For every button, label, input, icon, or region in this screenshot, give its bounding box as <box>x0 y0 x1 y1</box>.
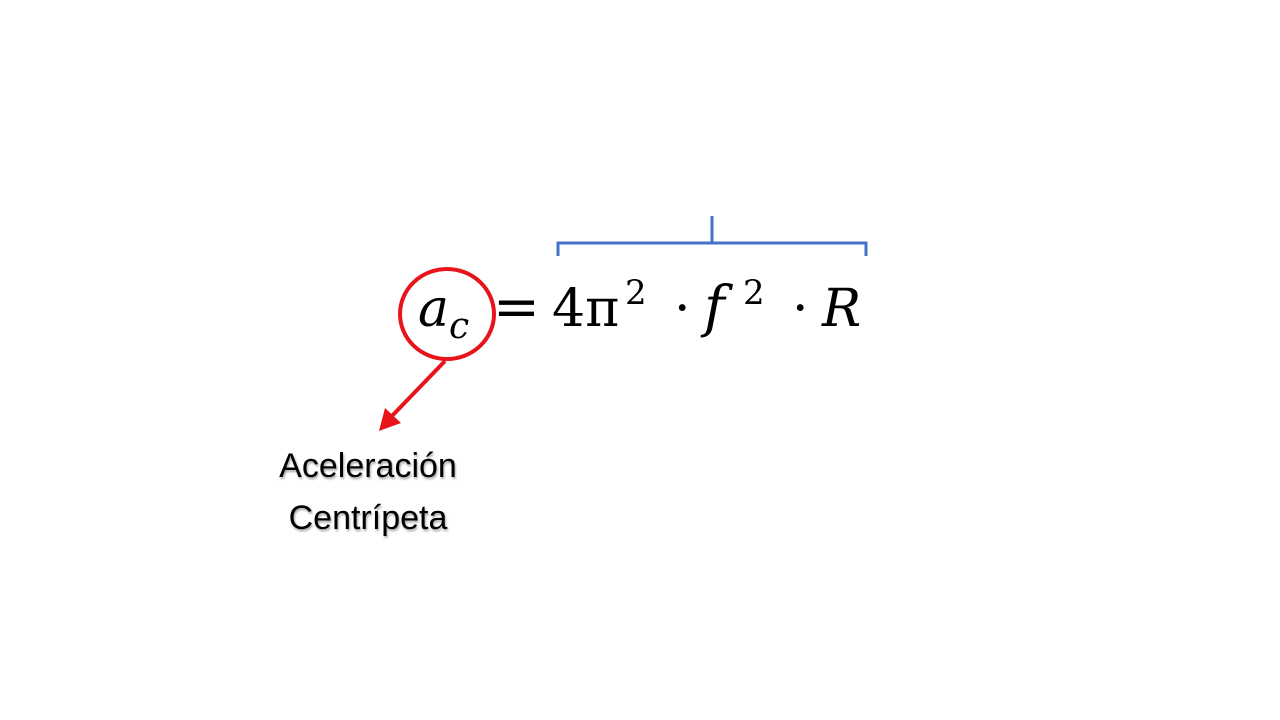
variable-r: R <box>821 279 861 339</box>
label-line-2: Centrípeta <box>288 499 448 537</box>
label-line-1: Aceleración <box>279 447 457 485</box>
pointer-arrow-shaft <box>388 359 447 420</box>
coefficient-exponent: 2 <box>625 273 647 313</box>
variable-f: f <box>700 275 734 340</box>
equals-sign: = <box>493 275 540 340</box>
highlight-circle <box>398 267 496 361</box>
brace-bracket <box>556 216 868 256</box>
multiply-dot-2: · <box>792 279 809 339</box>
f-exponent: 2 <box>743 273 765 313</box>
acceleration-label: Aceleración Centrípeta <box>238 440 498 544</box>
coefficient: 4π <box>552 279 619 339</box>
lhs-base: a <box>418 279 449 339</box>
multiply-dot-1: · <box>674 279 691 339</box>
pointer-arrow-head <box>379 408 401 431</box>
lhs-subscript: c <box>449 306 469 347</box>
